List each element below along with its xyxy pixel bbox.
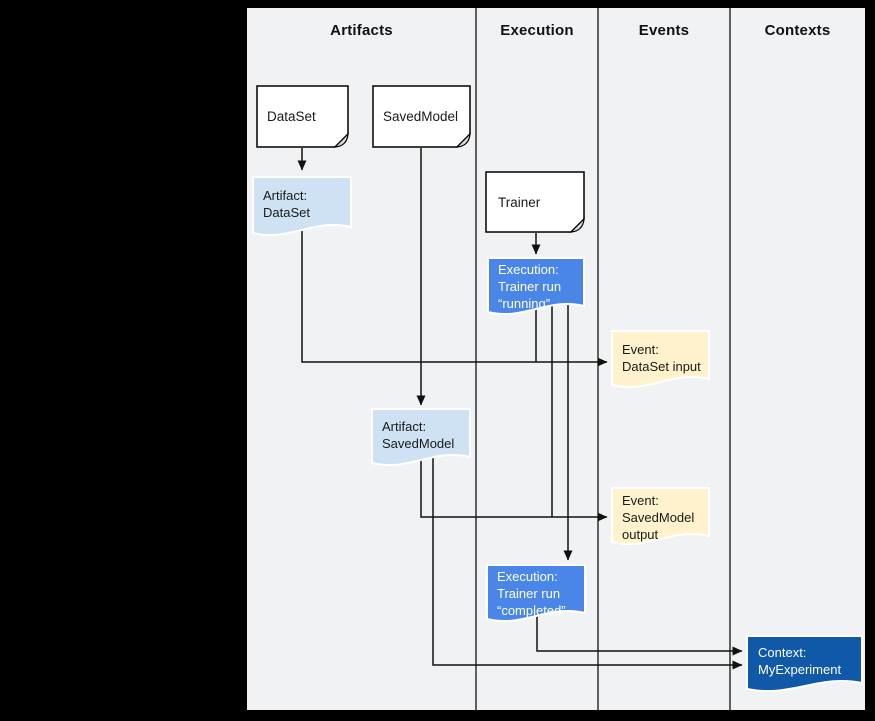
node-label: Execution:Trainer run“running”	[498, 262, 562, 311]
edge-artifact-dataset-to-event-input	[301, 208, 608, 367]
wavy-document-shape	[611, 330, 710, 389]
node-context-myexperiment: Context:MyExperiment	[746, 635, 863, 700]
column-header-execution: Execution	[500, 22, 574, 39]
document-shape	[256, 85, 349, 148]
wavy-document-shape	[252, 176, 352, 237]
node-artifact-savedmodel: Artifact:SavedModel	[371, 408, 471, 474]
node-execution-running: Execution:Trainer run“running”	[487, 257, 585, 323]
wavy-document-shape	[371, 408, 471, 467]
node-label: Trainer	[498, 194, 541, 210]
wavy-document-shape	[611, 487, 710, 546]
node-savedmodel: SavedModel	[372, 85, 471, 148]
node-label: Artifact:SavedModel	[382, 419, 455, 451]
node-label: DataSet	[267, 109, 316, 124]
folded-corner	[333, 132, 349, 148]
node-trainer: Trainer	[485, 171, 585, 233]
document-shape	[372, 85, 471, 148]
node-event-dataset-input: Event:DataSet input	[611, 330, 710, 396]
folded-corner	[569, 217, 585, 233]
edge-artifact-savedmodel-to-event-output	[420, 438, 608, 522]
wavy-document-shape	[486, 564, 586, 623]
wavy-document-shape	[746, 635, 863, 693]
column-header-contexts: Contexts	[764, 22, 831, 39]
node-label: Artifact:DataSet	[263, 188, 310, 220]
node-execution-completed: Execution:Trainer run“completed”	[486, 564, 586, 630]
node-artifact-dataset: Artifact:DataSet	[252, 176, 352, 244]
node-label: SavedModel	[383, 109, 459, 124]
edge-artifact-savedmodel-to-context	[432, 438, 743, 670]
diagram-canvas: Artifacts Execution Events Contexts	[247, 8, 865, 710]
wavy-document-shape	[487, 257, 585, 316]
node-label: Context:MyExperiment	[758, 645, 842, 677]
column-header-events: Events	[638, 22, 690, 39]
node-dataset: DataSet	[256, 85, 349, 148]
node-label: Execution:Trainer run“completed”	[497, 569, 566, 618]
column-header-artifacts: Artifacts	[330, 22, 393, 39]
document-shape	[485, 171, 585, 233]
folded-corner	[455, 132, 471, 148]
node-label: Event:DataSet input	[622, 342, 701, 374]
